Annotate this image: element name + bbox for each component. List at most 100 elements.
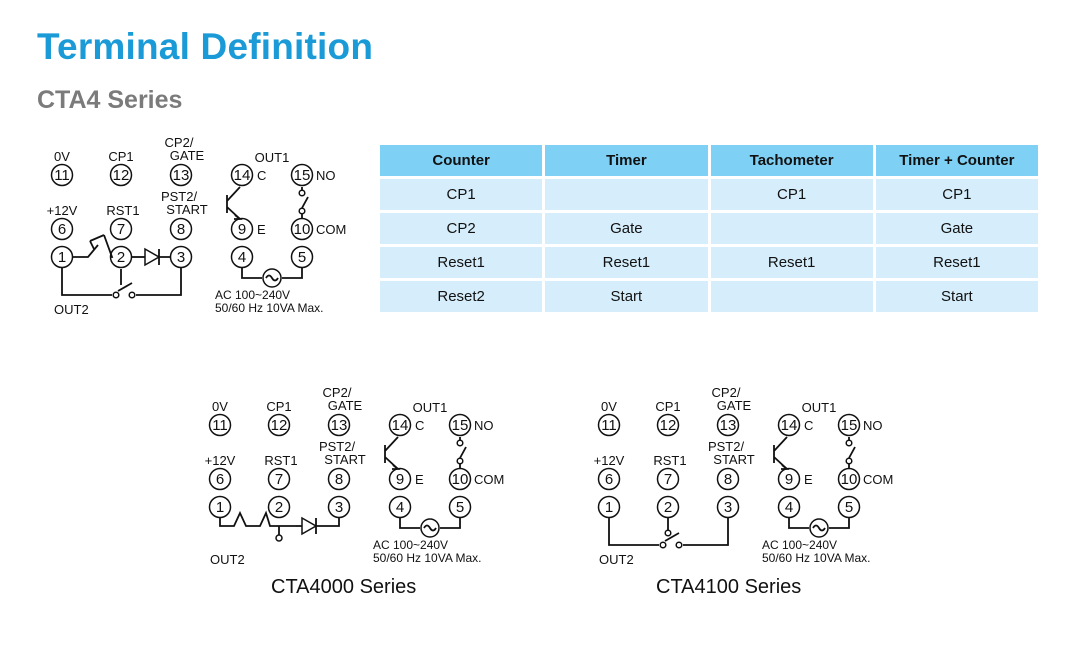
svg-text:15: 15 [841, 417, 858, 434]
svg-text:13: 13 [331, 417, 348, 434]
terminal-2: 2 [656, 495, 680, 519]
label-e: E [415, 472, 424, 487]
svg-text:9: 9 [785, 471, 793, 488]
terminal-9: 9 [388, 467, 412, 491]
svg-text:12: 12 [271, 417, 288, 434]
terminal-2: 2 [267, 495, 291, 519]
terminal-11: 11 [50, 163, 74, 187]
terminal-1: 1 [597, 495, 621, 519]
svg-text:2: 2 [275, 499, 283, 516]
svg-text:1: 1 [605, 499, 613, 516]
svg-text:13: 13 [173, 167, 190, 184]
label-pst2: PST2/ [319, 439, 356, 454]
relay-switch-out1-icon [848, 437, 856, 468]
table-header: Timer [545, 145, 708, 176]
terminal-6: 6 [597, 467, 621, 491]
terminal-12: 12 [267, 413, 291, 437]
svg-text:4: 4 [238, 249, 246, 266]
terminal-3: 3 [716, 495, 740, 519]
label-start: START [166, 202, 207, 217]
label-e: E [804, 472, 813, 487]
svg-text:6: 6 [605, 471, 613, 488]
label-cp2: CP2/ [712, 385, 741, 400]
svg-text:7: 7 [664, 471, 672, 488]
label-12v: +12V [594, 453, 625, 468]
table-header: Timer + Counter [875, 145, 1038, 176]
terminal-10: 10 [290, 217, 314, 241]
terminal-13: 13 [716, 413, 740, 437]
table-header: Counter [380, 145, 543, 176]
table-row: Reset2 Start Start [380, 281, 1038, 312]
page-subtitle: CTA4 Series [37, 86, 183, 114]
label-out2: OUT2 [54, 302, 89, 317]
transistor-out2-icon [219, 510, 296, 527]
label-gate: GATE [170, 148, 205, 163]
relay-switch-out1-icon [459, 437, 467, 468]
terminal-8: 8 [716, 467, 740, 491]
terminal-8: 8 [169, 217, 193, 241]
svg-text:3: 3 [335, 499, 343, 516]
label-pst2: PST2/ [161, 189, 198, 204]
svg-text:14: 14 [781, 417, 798, 434]
svg-text:10: 10 [841, 471, 858, 488]
label-com: COM [316, 222, 346, 237]
transistor-out1-icon [384, 436, 399, 470]
terminal-10: 10 [837, 467, 861, 491]
svg-text:6: 6 [58, 221, 66, 238]
terminal-3: 3 [327, 495, 351, 519]
svg-text:1: 1 [58, 249, 66, 266]
label-c: C [257, 168, 266, 183]
terminal-8: 8 [327, 467, 351, 491]
ac-source-icon [265, 274, 279, 282]
label-gate: GATE [328, 398, 363, 413]
svg-text:11: 11 [212, 417, 228, 434]
svg-text:11: 11 [54, 167, 70, 184]
table-cell [710, 213, 873, 244]
svg-text:14: 14 [234, 167, 251, 184]
svg-text:9: 9 [238, 221, 246, 238]
svg-text:3: 3 [724, 499, 732, 516]
svg-text:10: 10 [294, 221, 311, 238]
transistor-arrow-icon [234, 214, 243, 220]
terminal-15: 15 [448, 413, 472, 437]
label-pst2: PST2/ [708, 439, 745, 454]
label-cp1: CP1 [108, 149, 133, 164]
table-cell: Reset2 [380, 281, 543, 312]
label-c: C [804, 418, 813, 433]
label-ac-rating: 50/60 Hz 10VA Max. [215, 301, 324, 315]
svg-text:11: 11 [601, 417, 617, 434]
label-ac-rating: 50/60 Hz 10VA Max. [762, 551, 871, 565]
label-gate: GATE [717, 398, 752, 413]
svg-text:6: 6 [216, 471, 224, 488]
table-cell: Reset1 [545, 247, 708, 278]
label-rst1: RST1 [106, 203, 139, 218]
terminal-15: 15 [837, 413, 861, 437]
terminal-7: 7 [109, 217, 133, 241]
label-c: C [415, 418, 424, 433]
svg-text:5: 5 [845, 499, 853, 516]
terminal-13: 13 [169, 163, 193, 187]
label-ac-voltage: AC 100~240V [373, 538, 448, 552]
label-no: NO [863, 418, 883, 433]
label-rst1: RST1 [653, 453, 686, 468]
page-title: Terminal Definition [37, 26, 374, 67]
table-header: Tachometer [710, 145, 873, 176]
svg-text:7: 7 [275, 471, 283, 488]
svg-text:15: 15 [452, 417, 469, 434]
table-cell [545, 179, 708, 210]
transistor-out1-icon [226, 186, 241, 220]
svg-text:9: 9 [396, 471, 404, 488]
svg-text:2: 2 [117, 249, 125, 266]
svg-text:5: 5 [456, 499, 464, 516]
label-out1: OUT1 [255, 150, 290, 165]
terminal-15: 15 [290, 163, 314, 187]
terminal-11: 11 [208, 413, 232, 437]
table-cell: Start [875, 281, 1038, 312]
table-row: CP1 CP1 CP1 [380, 179, 1038, 210]
table-cell: CP1 [710, 179, 873, 210]
terminal-14: 14 [230, 163, 254, 187]
terminal-3: 3 [169, 245, 193, 269]
label-out1: OUT1 [802, 400, 837, 415]
label-com: COM [863, 472, 893, 487]
label-0v: 0V [54, 149, 70, 164]
